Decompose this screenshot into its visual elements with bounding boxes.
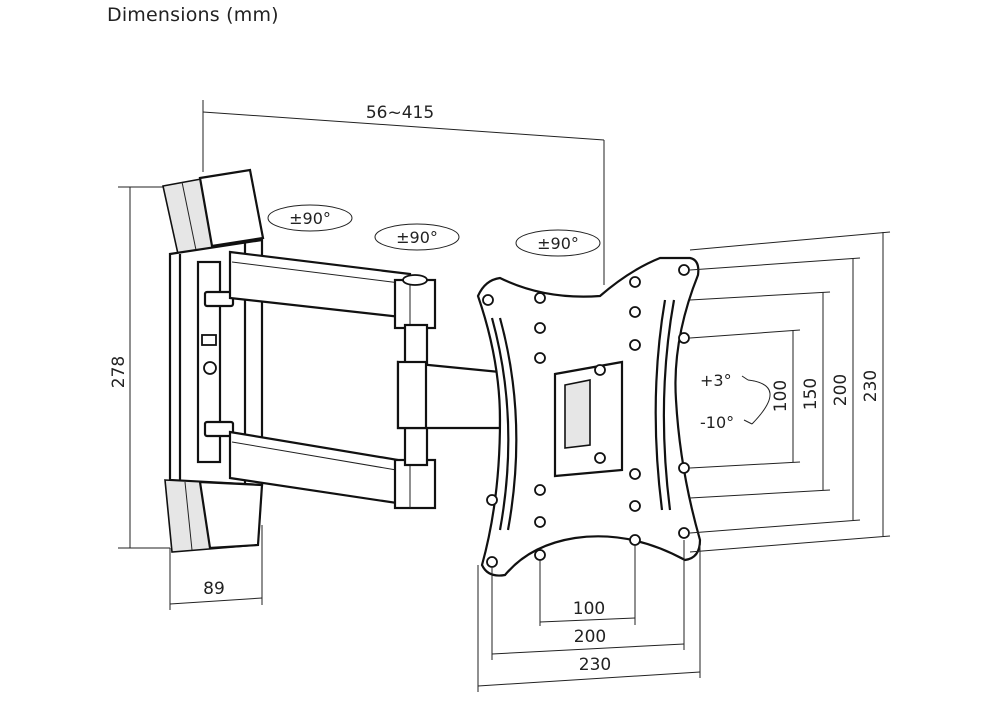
tilt-down-label: -10°: [700, 413, 734, 432]
height-dimension: 278: [109, 186, 170, 549]
swivel-wall-label: ±90°: [289, 209, 331, 228]
vesa-v-230-label: 230: [861, 370, 881, 402]
vesa-h-230-label: 230: [579, 655, 611, 675]
tilt-annotation: +3° -10°: [700, 371, 771, 432]
wall-plate: [162, 168, 265, 553]
lower-arm: [228, 430, 437, 510]
vesa-v-150-label: 150: [801, 378, 821, 410]
vertical-vesa-dimensions: 100 150 200 230: [689, 231, 891, 553]
diagram-title: Dimensions (mm): [107, 4, 279, 26]
upper-arm: [228, 250, 437, 330]
depth-label: 89: [203, 579, 225, 599]
vesa-h-100-label: 100: [573, 599, 605, 619]
pivot-joint: [396, 323, 502, 467]
vesa-plate: [476, 256, 702, 577]
vesa-h-200-label: 200: [574, 627, 606, 647]
tilt-up-label: +3°: [700, 371, 732, 390]
horizontal-vesa-dimensions: 100 200 230: [477, 540, 701, 692]
swivel-middle-label: ±90°: [396, 228, 438, 247]
depth-dimension: 89: [169, 525, 263, 610]
arm-extension-label: 56~415: [366, 103, 434, 123]
height-label: 278: [109, 356, 129, 388]
swivel-annotations: ±90° ±90° ±90°: [267, 204, 601, 257]
swivel-plate-label: ±90°: [537, 234, 579, 253]
vesa-v-200-label: 200: [831, 374, 851, 406]
arm-extension-dimension: 56~415: [202, 100, 605, 285]
vesa-v-100-label: 100: [771, 380, 791, 412]
